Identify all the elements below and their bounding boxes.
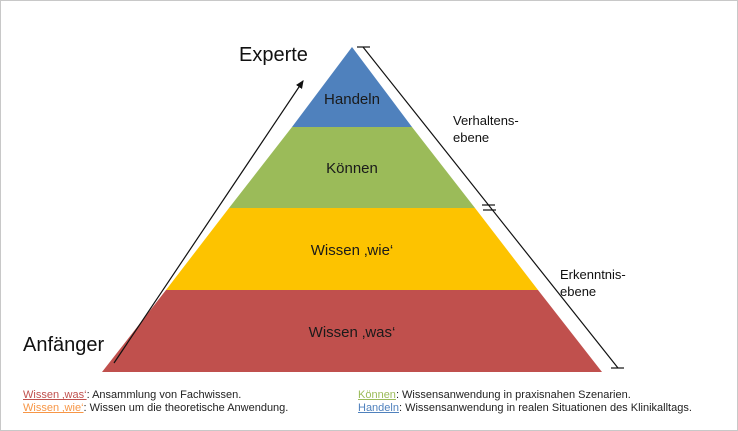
tier-wissen-wie-label: Wissen ‚wie‘ — [311, 242, 394, 259]
legend-handeln-key: Handeln — [358, 402, 399, 414]
label-erkenntnisebene-line1: Erkenntnis- — [560, 267, 626, 282]
legend-handeln-text: : Wissensanwendung in realen Situationen… — [398, 402, 692, 414]
legend-wissen-was-text: : Ansammlung von Fachwissen. — [86, 389, 242, 401]
label-verhaltensebene-line1: Verhaltens- — [453, 113, 519, 128]
legend-wissen-wie-text: : Wissen um die theoretische Anwendung. — [83, 402, 289, 414]
tier-wissen-wie — [166, 208, 538, 290]
label-experte: Experte — [239, 44, 308, 66]
legend-wissen-was-key: Wissen ‚was‘ — [23, 389, 87, 401]
legend-wissen-wie-key: Wissen ‚wie‘ — [23, 402, 84, 414]
label-anfaenger: Anfänger — [23, 334, 105, 356]
legend-koennen-key: Können — [358, 389, 396, 401]
tier-handeln — [292, 47, 412, 127]
tier-koennen — [229, 127, 475, 208]
legend-koennen-text: : Wissensanwendung in praxisnahen Szenar… — [395, 389, 631, 401]
tier-wissen-was — [102, 290, 602, 372]
legend-wissen-wie: Wissen ‚wie‘: Wissen um die theoretische… — [23, 402, 288, 414]
label-verhaltensebene: Verhaltens- ebene — [453, 112, 519, 146]
legend-koennen: Können: Wissensanwendung in praxisnahen … — [358, 389, 631, 401]
legend-wissen-was: Wissen ‚was‘: Ansammlung von Fachwissen. — [23, 389, 241, 401]
right-bracket-line — [362, 46, 619, 369]
tier-handeln-label: Handeln — [324, 91, 380, 108]
label-erkenntnisebene-line2: ebene — [560, 284, 597, 299]
legend-handeln: Handeln: Wissensanwendung in realen Situ… — [358, 402, 692, 414]
progress-arrow — [113, 80, 304, 364]
label-verhaltensebene-line2: ebene — [453, 130, 490, 145]
label-erkenntnisebene: Erkenntnis- ebene — [560, 266, 626, 300]
tier-koennen-label: Können — [326, 160, 378, 177]
tier-wissen-was-label: Wissen ‚was‘ — [309, 324, 396, 341]
